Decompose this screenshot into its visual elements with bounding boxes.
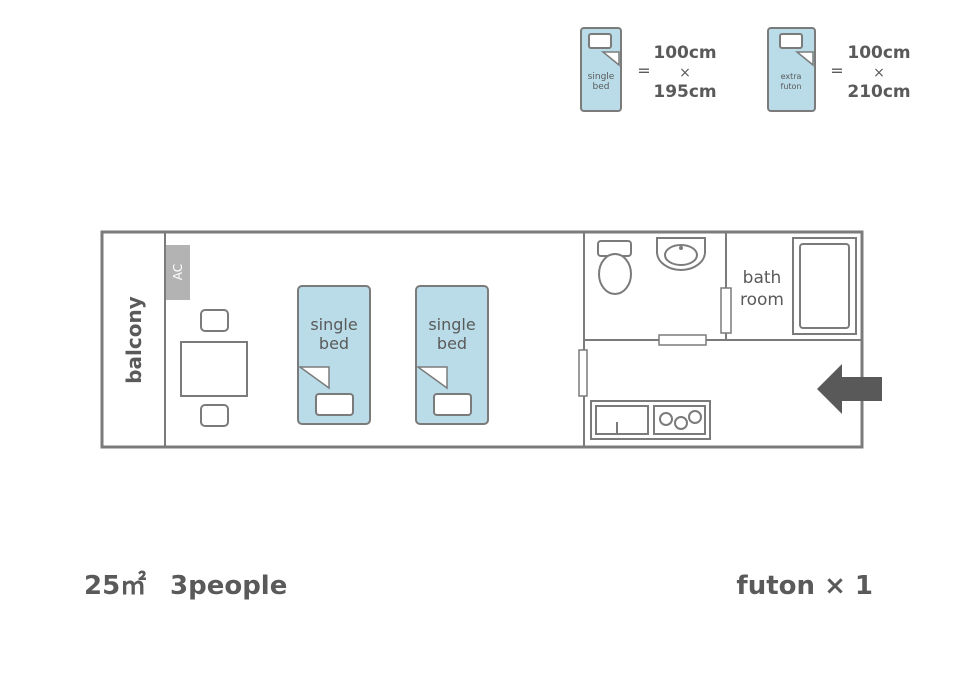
legend-futon-times: × [873,65,885,81]
legend-single-bed: single bed = 100cm × 195cm [580,27,717,112]
bath-door [720,287,732,334]
entrance-arrow-icon [817,364,882,414]
single-bed-icon [580,27,622,112]
legend-single-label-2: bed [593,82,610,92]
legend-single-length: 195cm [653,82,716,102]
room-door [578,349,588,397]
legend-single-width: 100cm [653,43,716,63]
chair-top [200,309,229,332]
extra-futon-icon [767,27,816,112]
bathroom-label-2: room [740,290,784,310]
legend-futon-length: 210cm [847,82,910,102]
bed-2-label-1: single [428,315,475,334]
futon-count: futon × 1 [736,571,873,601]
bed-1-label-2: bed [319,334,349,353]
legend-single-equals: = [637,61,650,80]
toilet-icon [597,240,632,295]
kitchen-counter [590,400,711,440]
ac-unit [166,245,190,300]
legend-futon-width: 100cm [847,43,910,63]
room-area: 25㎡ [84,570,146,601]
pillow-icon [433,393,472,416]
legend-single-label-1: single [588,72,615,82]
sink-icon [656,237,706,271]
legend-futon-equals: = [830,61,843,80]
table [180,341,248,397]
balcony-label: balcony [122,296,146,384]
toilet-door [658,334,707,346]
dining-set [180,309,248,427]
bed-1-label-1: single [310,315,357,334]
legend-single-times: × [679,65,691,81]
pillow-icon [315,393,354,416]
bathroom-label-1: bath [743,268,782,288]
legend-futon-label-2: futon [781,82,802,91]
legend-futon-label-1: extra [781,72,802,81]
single-bed-1: single bed [297,285,371,425]
room-capacity: 3people [170,571,287,601]
bed-2-label-2: bed [437,334,467,353]
legend-extra-futon: extra futon = 100cm × 210cm [767,27,911,112]
ac-label: AC [171,264,185,280]
bathtub-icon [792,237,857,335]
chair-bottom [200,404,229,427]
single-bed-2: single bed [415,285,489,425]
kitchen-sink-icon [595,405,649,435]
